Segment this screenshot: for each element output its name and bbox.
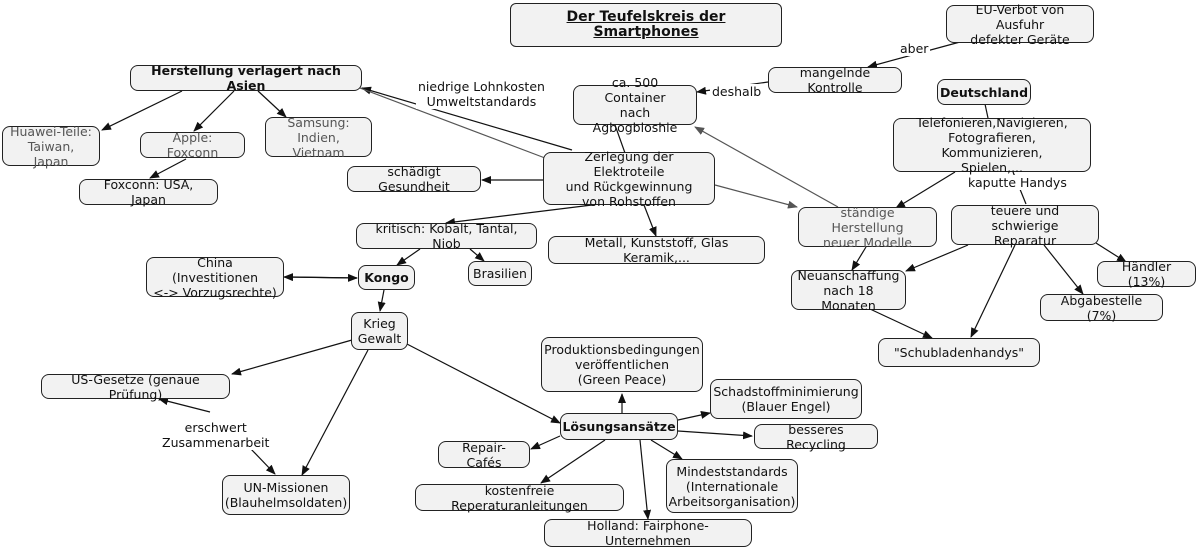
node-herstellung-asien[interactable]: Herstellung verlagert nach Asien <box>130 63 362 93</box>
edge-krieg-un <box>301 349 369 476</box>
edge-krieg-loesung <box>404 342 561 424</box>
edge-reparatur-neuanschaffung <box>905 244 969 272</box>
node-kritisch[interactable]: kritisch: Kobalt, Tantal, Niob <box>356 221 537 251</box>
node-anleitungen[interactable]: kostenfreie Reperaturanleitungen <box>415 483 624 513</box>
node-kongo[interactable]: Kongo <box>358 265 415 290</box>
edge-label-aber: aber <box>898 41 931 56</box>
edge-kongo-krieg <box>377 289 386 312</box>
node-apple[interactable]: Apple: Foxconn <box>140 130 245 160</box>
edge-loesung-anleitungen <box>540 439 606 484</box>
edge-reparatur-haendler <box>1095 242 1127 263</box>
node-eu-verbot[interactable]: EU-Verbot von Ausfuhr defekter Geräte <box>946 2 1094 47</box>
edge-kritisch-kongo <box>396 248 421 266</box>
node-gesundheit[interactable]: schädigt Gesundheit <box>347 164 481 194</box>
edge-label-erschwert: erschwert Zusammenarbeit <box>160 420 272 450</box>
edge-modelle-neuanschaffung <box>851 246 867 271</box>
edge-herstellung-huawei <box>101 90 183 131</box>
edge-label-lohnkosten: niedrige Lohnkosten Umweltstandards <box>416 79 547 109</box>
node-krieg[interactable]: Krieg Gewalt <box>351 312 408 350</box>
node-us-gesetze[interactable]: US-Gesetze (genaue Prüfung) <box>41 372 230 402</box>
node-china[interactable]: China (Investitionen <-> Vorzugsrechte) <box>146 255 284 300</box>
edge-container-zerlegung <box>614 124 626 154</box>
edge-kritisch-brasilien <box>469 248 485 262</box>
node-samsung[interactable]: Samsung: Indien, Vietnam <box>265 115 372 160</box>
edge-apple-foxconn <box>149 158 187 179</box>
node-abgabestelle[interactable]: Abgabestelle (7%) <box>1040 293 1163 323</box>
edge-erschwert-un <box>249 447 276 475</box>
node-recycling[interactable]: besseres Recycling <box>754 422 878 452</box>
edge-zerlegung-herstellung <box>361 86 573 151</box>
edge-zerlegung-modelle <box>714 184 798 209</box>
node-produktion[interactable]: Produktionsbedingungen veröffentlichen (… <box>541 337 703 392</box>
node-holland[interactable]: Holland: Fairphone-Unternehmen <box>544 518 752 548</box>
node-deutschland[interactable]: Deutschland <box>937 79 1031 105</box>
node-schadstoff[interactable]: Schadstoffminimierung (Blauer Engel) <box>710 379 862 419</box>
edge-erschwert-us <box>158 397 211 413</box>
edge-herstellung-apple <box>193 90 235 132</box>
node-huawei[interactable]: Huawei-Teile: Taiwan, Japan <box>2 124 100 169</box>
node-telefonieren[interactable]: Telefonieren,Navigieren, Fotografieren, … <box>893 115 1091 175</box>
edge-zerlegung-kritisch <box>445 204 593 226</box>
node-un-missionen[interactable]: UN-Missionen (Blauhelmsoldaten) <box>222 475 350 515</box>
node-schubladen[interactable]: "Schubladenhandys" <box>878 338 1040 367</box>
node-metall[interactable]: Metall, Kunststoff, Glas Keramik,... <box>548 235 765 265</box>
edge-herstellung-zerlegung <box>351 84 546 159</box>
edge-loesung-schadstoff <box>677 411 711 421</box>
node-neue-modelle[interactable]: ständige Herstellung neuer Modelle <box>798 205 937 250</box>
node-foxconn[interactable]: Foxconn: USA, Japan <box>79 177 218 207</box>
edge-loesung-recycling <box>677 430 753 440</box>
edge-loesung-mindest <box>650 439 683 460</box>
node-zerlegung[interactable]: Zerlegung der Elektroteile und Rückgewin… <box>543 149 715 209</box>
edge-deutschland-telefonieren <box>984 103 989 119</box>
node-mangelnde-kontrolle[interactable]: mangelnde Kontrolle <box>768 65 902 95</box>
node-brasilien[interactable]: Brasilien <box>468 261 532 286</box>
node-loesungsansaetze[interactable]: Lösungsansätze <box>560 413 678 440</box>
edge-reparatur-schubladen <box>970 244 1016 338</box>
diagram-title: Der Teufelskreis der Smartphones <box>510 3 782 47</box>
node-container[interactable]: ca. 500 Container nach Agbogbloshie <box>573 75 697 135</box>
node-neuanschaffung[interactable]: Neuanschaffung nach 18 Monaten <box>791 268 906 313</box>
node-reparatur[interactable]: teuere und schwierige Reparatur <box>951 203 1099 248</box>
node-mindeststandards[interactable]: Mindeststandards (Internationale Arbeits… <box>666 459 798 513</box>
edge-label-deshalb: deshalb <box>710 84 764 99</box>
edge-modelle-container <box>694 126 839 208</box>
edge-loesung-holland <box>639 439 652 520</box>
node-haendler[interactable]: Händler (13%) <box>1097 259 1196 289</box>
edge-loesung-repair <box>530 435 561 450</box>
edge-zerlegung-metall <box>643 204 657 237</box>
edge-herstellung-samsung <box>257 90 287 118</box>
edge-label-kaputte-handys: kaputte Handys <box>966 175 1069 190</box>
edge-reparatur-abgabestelle <box>1043 244 1084 295</box>
edge-telefonieren-modelle <box>895 171 956 209</box>
node-repair[interactable]: Repair-Cafés <box>438 440 530 470</box>
edge-neuanschaffung-schubladen <box>869 308 933 339</box>
edge-krieg-us <box>231 339 353 376</box>
edge-kongo-china <box>283 273 358 282</box>
